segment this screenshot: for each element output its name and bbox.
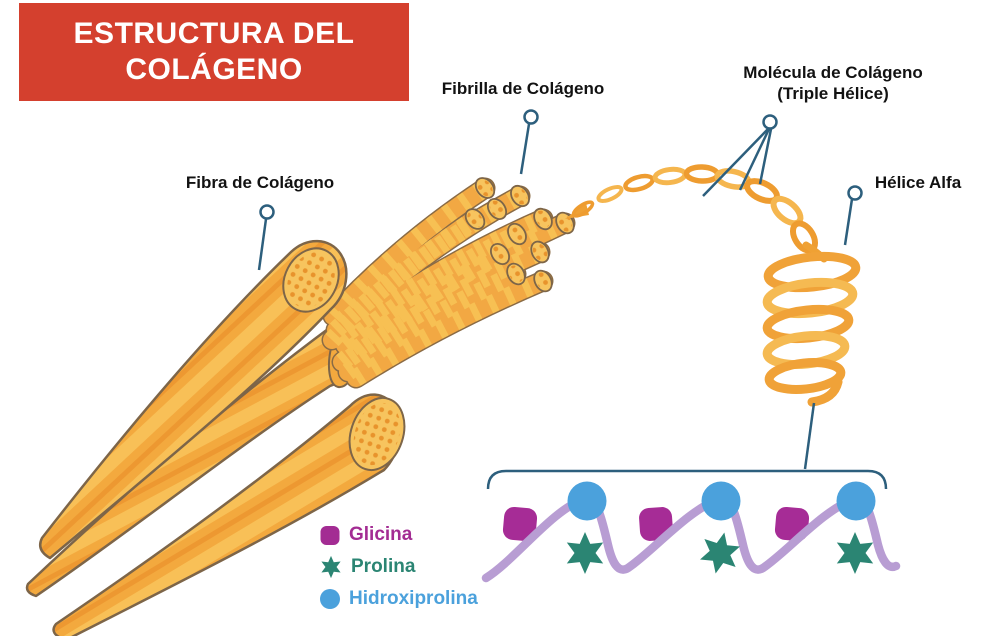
prolina-star-icon (321, 555, 341, 579)
label-fibrilla-de-colageno: Fibrilla de Colágeno (441, 79, 605, 98)
callout-pins (257, 109, 888, 490)
chain-bracket (486, 469, 888, 490)
helice-alfa-pin (843, 185, 863, 246)
collagen-fiber-top (39, 239, 348, 560)
label-helice-alfa: Hélice Alfa (874, 173, 962, 192)
fibra-pin (257, 204, 275, 271)
label-molecula-line-1: Molécula de Colágeno (743, 63, 923, 82)
legend-item-glicina: Glicina (319, 524, 478, 546)
chain-backbone (481, 494, 901, 583)
glicina-units (502, 506, 810, 542)
fibrilla-pin (519, 109, 539, 175)
label-fibra-de-colageno: Fibra de Colágeno (185, 173, 335, 192)
legend-label-hidroxiprolina: Hidroxiprolina (349, 588, 478, 609)
glicina-square-icon (320, 526, 340, 545)
label-molecula-de-colageno: Molécula de Colágeno (Triple Hélice) (743, 62, 922, 104)
title-line-2: COLÁGENO (125, 53, 303, 86)
legend-label-prolina: Prolina (351, 556, 416, 577)
triple-helix-molecule (565, 164, 828, 263)
legend-label-glicina: Glicina (349, 524, 413, 545)
chain-connector-line (803, 402, 816, 470)
label-molecula-line-2: (Triple Hélice) (777, 84, 889, 103)
alpha-helix-coil (762, 251, 861, 407)
legend-item-hidroxiprolina: Hidroxiprolina (319, 588, 478, 610)
legend-item-prolina: Prolina (319, 555, 478, 579)
fibril-caps (464, 177, 575, 293)
collagen-fiber-bottom (52, 393, 406, 636)
legend: Glicina Prolina Hidroxiprolina (319, 524, 478, 610)
hidroxiprolina-units (567, 481, 876, 521)
hidroxiprolina-circle-icon (320, 589, 340, 609)
fibril-bundle (332, 177, 577, 378)
molecula-pin (702, 114, 778, 197)
amino-acid-chain (481, 481, 901, 583)
title-line-1: ESTRUCTURA DEL (73, 17, 355, 50)
title-banner: ESTRUCTURA DEL COLÁGENO (19, 3, 409, 101)
